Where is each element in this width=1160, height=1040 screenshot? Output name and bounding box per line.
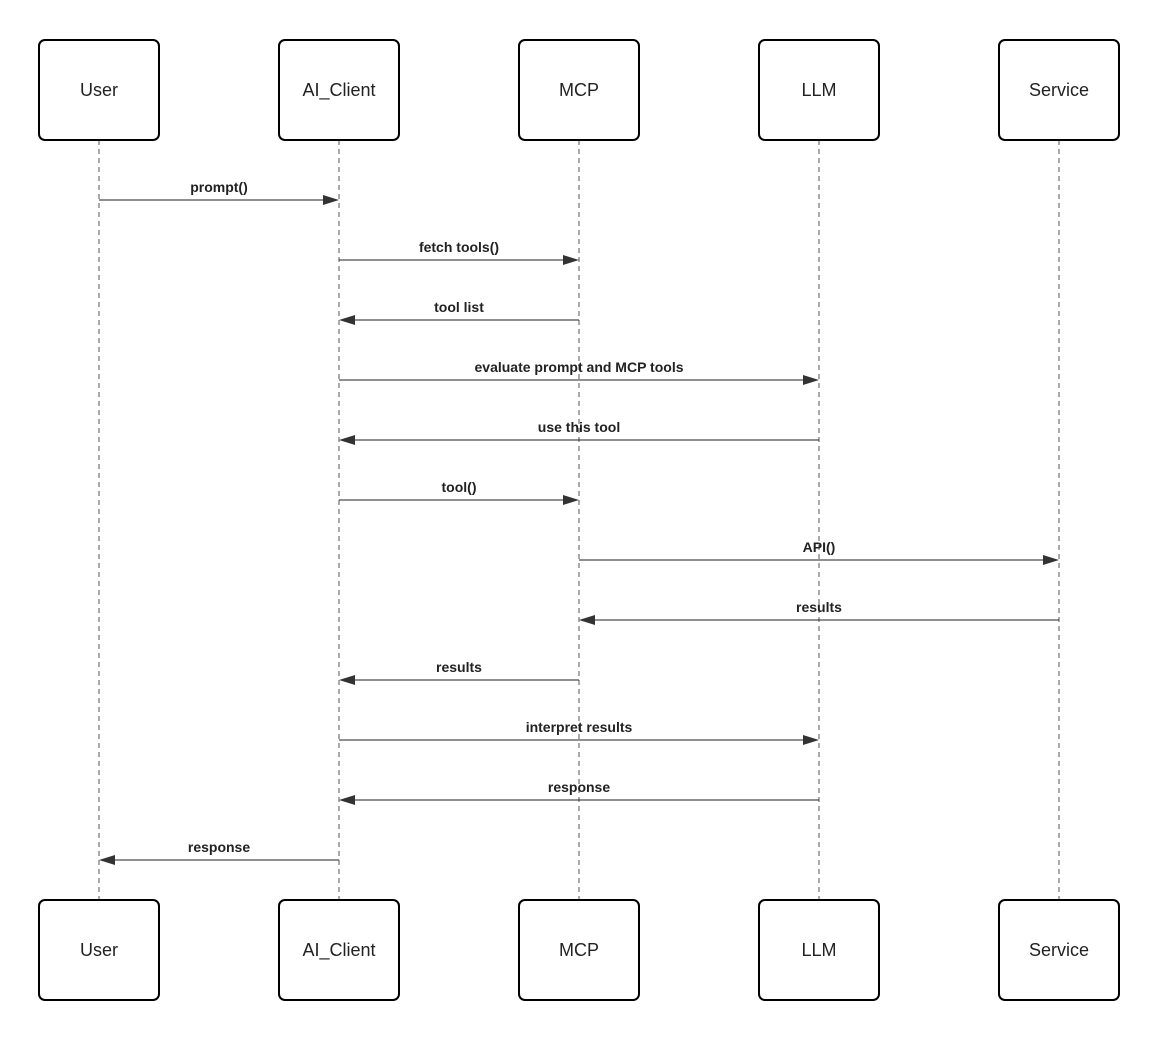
arrowhead [99, 855, 115, 865]
participant-label: LLM [801, 80, 836, 100]
message: results [339, 659, 579, 685]
participant-box [998, 899, 1120, 1001]
message: response [99, 839, 339, 865]
lifelines [98, 140, 1060, 900]
participant-box [518, 899, 640, 1001]
participant-label: Service [1029, 940, 1089, 960]
participant-service-bottom: Service [998, 899, 1120, 1001]
message-label: results [436, 659, 482, 675]
participant-ai_client-bottom: AI_Client [278, 899, 400, 1001]
arrowhead [803, 375, 819, 385]
message: tool list [339, 299, 579, 325]
message-label: interpret results [526, 719, 633, 735]
message: API() [579, 539, 1059, 565]
participant-box [278, 39, 400, 141]
message-label: results [796, 599, 842, 615]
participant-box [758, 39, 880, 141]
arrowhead [579, 615, 595, 625]
message-label: response [548, 779, 610, 795]
participant-label: User [80, 940, 118, 960]
message: prompt() [99, 179, 339, 205]
participant-label: AI_Client [302, 940, 375, 961]
participant-ai_client-top: AI_Client [278, 39, 400, 141]
message: response [339, 779, 819, 805]
participant-boxes-bottom: User AI_Client MCP LLM Service [38, 899, 1120, 1001]
arrowhead [339, 315, 355, 325]
message: results [579, 599, 1059, 625]
arrowhead [339, 795, 355, 805]
message: use this tool [339, 419, 819, 445]
arrowhead [563, 495, 579, 505]
participant-label: MCP [559, 940, 599, 960]
participant-box [998, 39, 1120, 141]
arrowhead [339, 435, 355, 445]
participant-box [38, 39, 160, 141]
participant-box [278, 899, 400, 1001]
participant-label: LLM [801, 940, 836, 960]
message: tool() [339, 479, 579, 505]
participant-box [38, 899, 160, 1001]
message-label: fetch tools() [419, 239, 499, 255]
arrowhead [803, 735, 819, 745]
participant-label: MCP [559, 80, 599, 100]
message: fetch tools() [339, 239, 579, 265]
participant-label: Service [1029, 80, 1089, 100]
participant-service-top: Service [998, 39, 1120, 141]
participant-label: AI_Client [302, 80, 375, 101]
participant-mcp-bottom: MCP [518, 899, 640, 1001]
participant-mcp-top: MCP [518, 39, 640, 141]
participant-box [518, 39, 640, 141]
message-label: response [188, 839, 250, 855]
arrowhead [1043, 555, 1059, 565]
message: interpret results [339, 719, 819, 745]
arrowhead [339, 675, 355, 685]
message-label: tool() [442, 479, 477, 495]
participant-box [758, 899, 880, 1001]
participant-boxes-top: User AI_Client MCP LLM Service [38, 39, 1120, 141]
message-label: use this tool [538, 419, 620, 435]
arrowhead [563, 255, 579, 265]
participant-llm-top: LLM [758, 39, 880, 141]
arrowhead [323, 195, 339, 205]
message-label: tool list [434, 299, 484, 315]
participant-user-bottom: User [38, 899, 160, 1001]
participant-llm-bottom: LLM [758, 899, 880, 1001]
messages: prompt() fetch tools() tool list evaluate p… [99, 179, 1059, 865]
message-label: prompt() [190, 179, 248, 195]
message: evaluate prompt and MCP tools [339, 359, 819, 385]
message-label: evaluate prompt and MCP tools [475, 359, 684, 375]
message-label: API() [803, 539, 836, 555]
participant-label: User [80, 80, 118, 100]
participant-user-top: User [38, 39, 160, 141]
